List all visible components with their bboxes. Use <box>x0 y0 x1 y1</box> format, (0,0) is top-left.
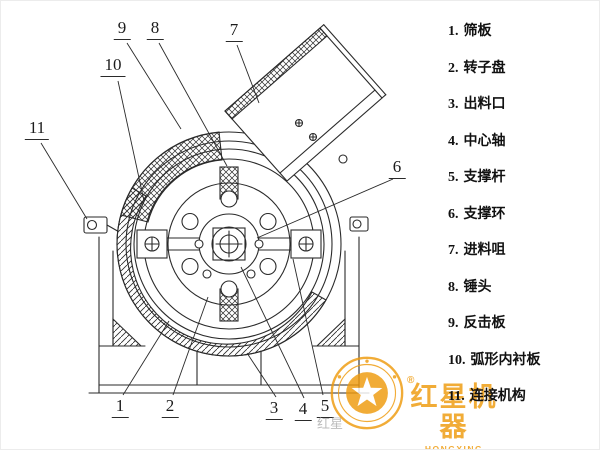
legend-number: 1. <box>448 24 459 39</box>
crusher-drawing <box>40 24 394 399</box>
legend-name: 转子盘 <box>463 60 506 76</box>
callout-3: 3 <box>265 398 283 420</box>
legend-name: 弧形内衬板 <box>470 352 541 368</box>
legend-name: 中心轴 <box>463 133 506 149</box>
watermark-brand-cn: 红星机器 <box>410 382 498 442</box>
legend-number: 11. <box>448 389 465 404</box>
legend-number: 5. <box>448 170 459 185</box>
callout-1: 1 <box>111 396 129 418</box>
machine-base <box>88 236 370 394</box>
legend-item: 4.中心轴 <box>448 131 541 153</box>
legend-name: 连接机构 <box>469 389 526 404</box>
legend-item: 8.锤头 <box>448 277 541 299</box>
legend-item: 7. 进料咀 <box>448 240 541 262</box>
rotor-bolt-holes <box>181 190 277 298</box>
central-shaft <box>211 226 247 262</box>
hongxing-logo-icon <box>330 356 404 430</box>
legend-number: 10. <box>448 352 466 368</box>
legend-name: 支撑杆 <box>463 170 506 185</box>
callout-2: 2 <box>161 396 179 418</box>
legend-item: 11. 连接机构 <box>448 386 541 408</box>
legend-item: 10.弧形内衬板 <box>448 350 541 372</box>
legend-item: 9. 反击板 <box>448 313 541 335</box>
legend-number: 6. <box>448 206 459 222</box>
legend-name: 筛板 <box>463 24 492 39</box>
legend-number: 7. <box>448 243 459 258</box>
callout-9: 9 <box>113 18 131 40</box>
legend-name: 锤头 <box>463 279 492 295</box>
legend-number: 3. <box>448 97 459 112</box>
legend-name: 进料咀 <box>463 243 506 258</box>
connection-bracket <box>83 216 369 234</box>
callout-7: 7 <box>225 20 243 42</box>
feed-chute <box>224 24 387 182</box>
legend-name: 支撑环 <box>463 206 506 222</box>
watermark-small-cn: 红星 <box>317 416 344 431</box>
leader-lines <box>40 42 394 399</box>
chute-bolt-icon <box>294 118 318 142</box>
callout-10: 10 <box>100 55 126 77</box>
legend-name: 出料口 <box>463 97 506 112</box>
registered-mark: ® <box>407 375 415 386</box>
callout-6: 6 <box>388 157 406 179</box>
legend-item: 1. 筛板 <box>448 21 541 43</box>
parts-legend: 1. 筛板 2.转子盘 3. 出料口 4.中心轴 5. 支撑杆 6.支撑环 7. 进料咀… <box>448 21 541 408</box>
legend-item: 3. 出料口 <box>448 94 541 116</box>
legend-number: 2. <box>448 60 459 76</box>
legend-number: 8. <box>448 279 459 295</box>
legend-number: 9. <box>448 316 459 331</box>
callout-11: 11 <box>24 118 50 140</box>
legend-name: 反击板 <box>463 316 506 331</box>
legend-item: 5. 支撑杆 <box>448 167 541 189</box>
watermark-brand-en: HONGXING MACHINERY <box>424 444 484 450</box>
callout-8: 8 <box>146 18 164 40</box>
machine-diagram: 9 8 7 10 11 6 1 2 3 4 5 <box>1 1 441 449</box>
legend-item: 2.转子盘 <box>448 58 541 80</box>
legend-item: 6.支撑环 <box>448 204 541 226</box>
discharge-opening <box>196 350 262 386</box>
star-icon <box>351 376 383 407</box>
callout-4: 4 <box>294 399 312 421</box>
watermark-text: 红星机器 HONGXING MACHINERY <box>397 382 511 450</box>
hongxing-watermark: ® 红星机器 HONGXING MACHINERY 红星 <box>301 351 511 449</box>
callout-5: 5 <box>316 396 334 418</box>
support-rods <box>136 229 322 259</box>
legend-number: 4. <box>448 133 459 149</box>
